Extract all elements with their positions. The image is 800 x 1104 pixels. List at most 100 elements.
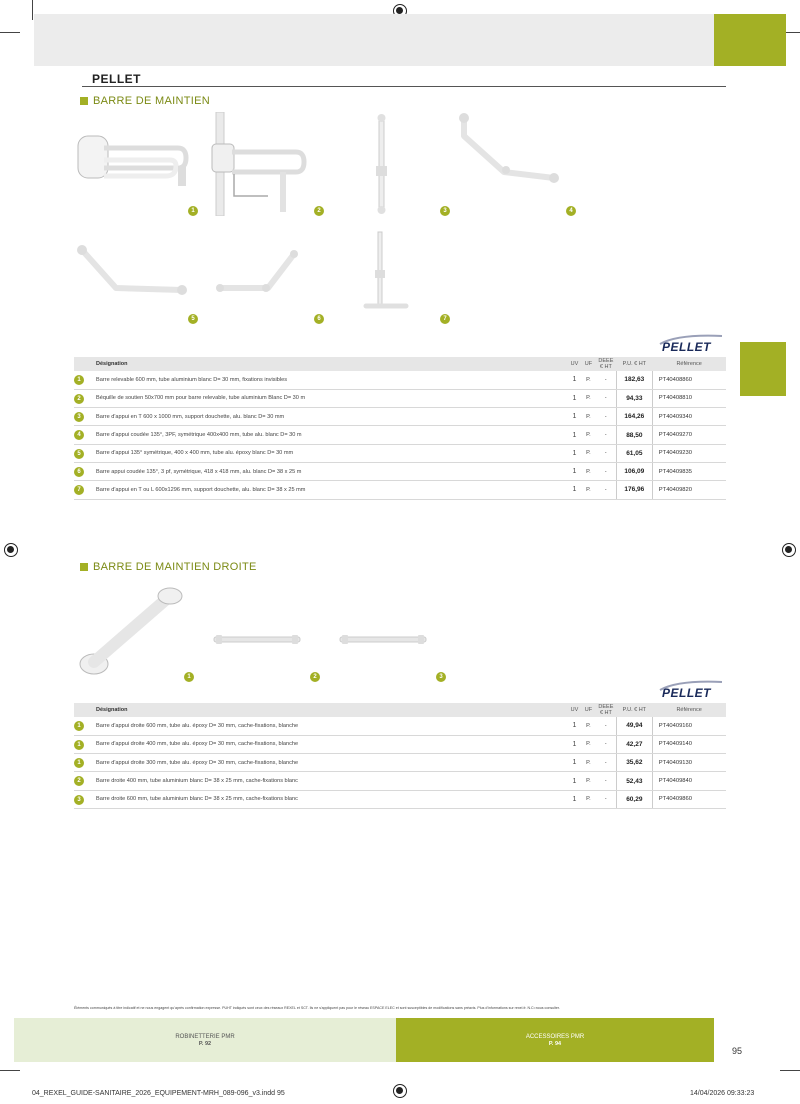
footer-prev-label: ROBINETTERIE PMR bbox=[175, 1034, 235, 1040]
header-uv: UV bbox=[567, 357, 582, 371]
row-deee: - bbox=[595, 425, 617, 445]
section-title-barre-de-maintien: BARRE DE MAINTIEN bbox=[80, 95, 210, 107]
row-uv: 1 bbox=[567, 771, 582, 791]
section-bullet-icon bbox=[80, 563, 88, 571]
header-reference: Référence bbox=[652, 357, 726, 371]
row-uf: P. bbox=[581, 735, 596, 755]
footer-next-label: ACCESSOIRES PMR bbox=[525, 1034, 585, 1040]
row-designation-text: Barre d'appui 135° symétrique, 400 x 400… bbox=[96, 450, 294, 457]
image-number-1: 1 bbox=[188, 206, 198, 216]
row-price: 52,43 bbox=[615, 771, 653, 791]
row-number-badge: 1 bbox=[74, 758, 84, 769]
product-image-angled-bar-3pf bbox=[216, 250, 298, 292]
product-image-straight-bar-600 bbox=[339, 635, 427, 644]
row-designation: 5 Barre d'appui 135° symétrique, 400 x 40… bbox=[74, 444, 568, 463]
row-deee: - bbox=[595, 371, 617, 390]
row-price: 49,94 bbox=[615, 717, 653, 736]
row-uf: P. bbox=[581, 462, 596, 482]
print-date: 14/04/2026 09:33:23 bbox=[690, 1090, 755, 1097]
crop-mark bbox=[780, 1070, 800, 1071]
row-deee: - bbox=[595, 717, 617, 736]
row-designation-text: Barre d'appui en T ou L 600x1296 mm, sup… bbox=[96, 486, 306, 493]
image-number-5: 5 bbox=[188, 314, 198, 324]
row-uv: 1 bbox=[567, 735, 582, 755]
row-deee: - bbox=[595, 735, 617, 755]
header-price: P.U. € HT bbox=[616, 703, 653, 717]
header-designation: Désignation bbox=[74, 357, 568, 371]
image-number-6: 6 bbox=[314, 314, 324, 324]
image-number-7: 7 bbox=[440, 314, 450, 324]
file-info: 04_REXEL_GUIDE-SANITAIRE_2026_EQUIPEMENT… bbox=[32, 1090, 285, 1097]
corner-tab bbox=[714, 14, 786, 66]
footer-next-chapter[interactable]: ACCESSOIRES PMR P. 94 bbox=[396, 1018, 714, 1062]
row-reference: PT40409230 bbox=[652, 444, 726, 463]
section-bullet-icon bbox=[80, 97, 88, 105]
product-image-straight-bar-angled-view bbox=[79, 587, 183, 675]
section-title-text: BARRE DE MAINTIEN DROITE bbox=[93, 561, 257, 573]
row-uv: 1 bbox=[567, 389, 582, 409]
product-image-straight-bar-400 bbox=[213, 635, 301, 644]
row-uf: P. bbox=[581, 790, 596, 809]
row-uv: 1 bbox=[567, 407, 582, 427]
crop-mark bbox=[0, 1070, 20, 1071]
pellet-logo: PELLET bbox=[659, 334, 723, 354]
row-uf: P. bbox=[581, 444, 596, 463]
row-price: 164,26 bbox=[615, 407, 653, 427]
header-price: P.U. € HT bbox=[616, 357, 653, 371]
row-price: 88,50 bbox=[615, 425, 653, 445]
table-row: 5 Barre d'appui 135° symétrique, 400 x 40… bbox=[74, 444, 726, 463]
header-uv: UV bbox=[567, 703, 582, 717]
crop-mark bbox=[0, 32, 20, 33]
registration-mark-icon bbox=[4, 543, 18, 557]
row-designation-text: Barre d'appui en T 600 x 1000 mm, suppor… bbox=[96, 413, 285, 420]
row-price: 60,29 bbox=[615, 790, 653, 809]
row-price: 182,63 bbox=[615, 371, 653, 390]
row-number-badge: 6 bbox=[74, 466, 84, 477]
row-deee: - bbox=[595, 407, 617, 427]
brand-divider bbox=[82, 86, 726, 87]
row-reference: PT40409270 bbox=[652, 425, 726, 445]
image-number-1: 1 bbox=[184, 672, 194, 682]
row-number-badge: 2 bbox=[74, 776, 84, 787]
row-reference: PT40409140 bbox=[652, 735, 726, 755]
row-reference: PT40409340 bbox=[652, 407, 726, 427]
row-deee: - bbox=[595, 771, 617, 791]
footer-prev-chapter[interactable]: ROBINETTERIE PMR P. 92 bbox=[14, 1018, 396, 1062]
row-uf: P. bbox=[581, 425, 596, 445]
row-uf: P. bbox=[581, 771, 596, 791]
row-uf: P. bbox=[581, 717, 596, 736]
row-reference: PT40409840 bbox=[652, 771, 726, 791]
table-barre-de-maintien: Désignation UV UF DEEE € HT P.U. € HT Ré… bbox=[74, 357, 726, 500]
row-designation: 7 Barre d'appui en T ou L 600x1296 mm, su… bbox=[74, 480, 568, 500]
crop-mark bbox=[780, 32, 800, 33]
pellet-logo-text: PELLET bbox=[662, 340, 712, 354]
pellet-logo-swoosh-icon bbox=[659, 334, 723, 345]
header-uf: UF bbox=[581, 357, 596, 371]
row-uf: P. bbox=[581, 371, 596, 390]
header-uf: UF bbox=[581, 703, 596, 717]
product-image-angled-bar-symmetric bbox=[77, 245, 187, 295]
table-row: 7 Barre d'appui en T ou L 600x1296 mm, su… bbox=[74, 480, 726, 500]
row-number-badge: 1 bbox=[74, 739, 84, 750]
section-title-barre-de-maintien-droite: BARRE DE MAINTIEN DROITE bbox=[80, 561, 257, 573]
row-number-badge: 7 bbox=[74, 485, 84, 496]
row-uv: 1 bbox=[567, 753, 582, 773]
row-designation-text: Barre d'appui coudée 135°, 3PF, symétriq… bbox=[96, 432, 302, 439]
row-deee: - bbox=[595, 790, 617, 809]
row-uf: P. bbox=[581, 389, 596, 409]
row-number-badge: 5 bbox=[74, 448, 84, 459]
row-uv: 1 bbox=[567, 425, 582, 445]
footer-prev-page: P. 92 bbox=[198, 1041, 212, 1047]
row-designation-text: Béquille de soutien 50x700 mm pour barre… bbox=[96, 395, 306, 402]
row-deee: - bbox=[595, 462, 617, 482]
row-price: 61,05 bbox=[615, 444, 653, 463]
row-price: 94,33 bbox=[615, 389, 653, 409]
